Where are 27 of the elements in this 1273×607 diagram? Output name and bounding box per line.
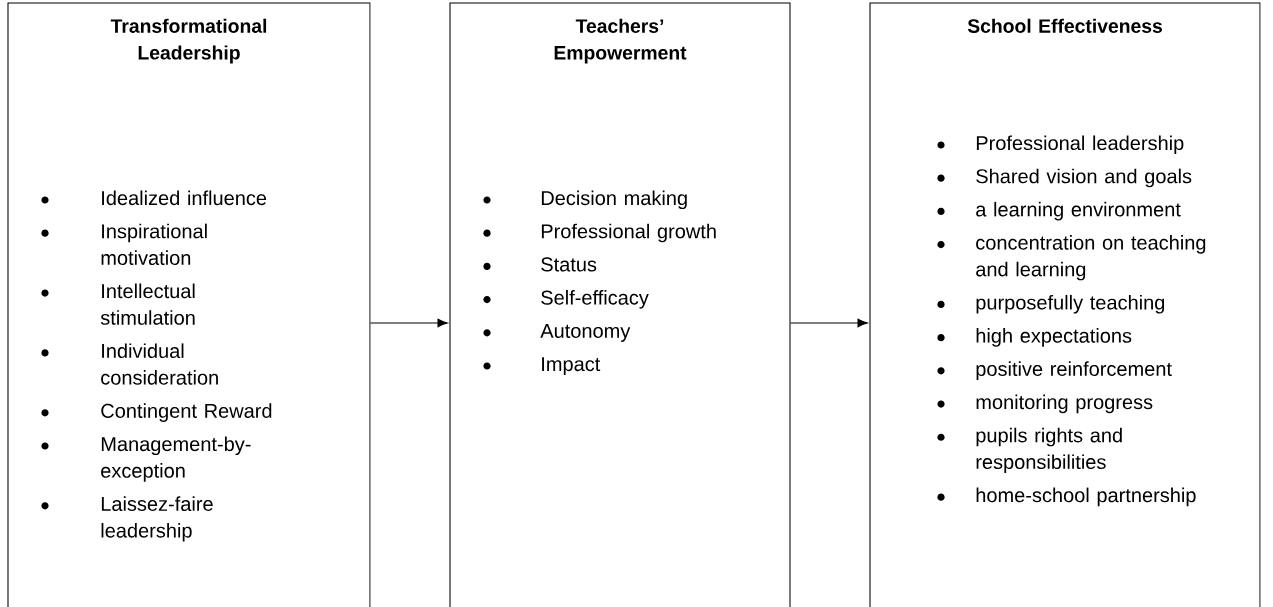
list-item: Autonomy — [540, 324, 631, 342]
column-heading: Teachers’ Empowerment — [554, 18, 687, 64]
list-item: Professional leadership — [976, 135, 1184, 155]
list-item: Individual consideration — [101, 343, 218, 385]
arrow — [370, 318, 448, 328]
list-item: concentration on teaching and learning — [976, 235, 1206, 281]
list-item: Shared vision and goals — [976, 168, 1192, 188]
list-item: Idealized influence — [102, 190, 267, 206]
list-item: Self-efficacy — [541, 290, 649, 309]
list-item: Intellectual stimulation — [100, 283, 195, 325]
list-item: purposefully teaching — [976, 294, 1165, 314]
list-item: Impact — [542, 357, 601, 376]
column-heading: School Effectiveness — [967, 18, 1162, 33]
column-heading: Transformational Leadership — [110, 18, 267, 64]
list-item: Decision making — [541, 190, 687, 210]
list-item: Professional growth — [541, 223, 716, 243]
list-item: Inspirational motivation — [101, 223, 207, 265]
list-item: positive reinforcement — [976, 361, 1172, 380]
list-item: high expectations — [976, 328, 1132, 347]
list-item: Management-by-exception — [101, 436, 251, 482]
list-item: Contingent Reward — [101, 403, 272, 422]
list-item: a learning environment — [976, 201, 1181, 221]
list-item: home-school partnership — [976, 487, 1196, 507]
list-item: Laissez-faire leadership — [101, 496, 213, 542]
arrow — [790, 318, 868, 328]
list-item: Status — [541, 257, 597, 272]
list-item: monitoring progress — [976, 394, 1153, 414]
